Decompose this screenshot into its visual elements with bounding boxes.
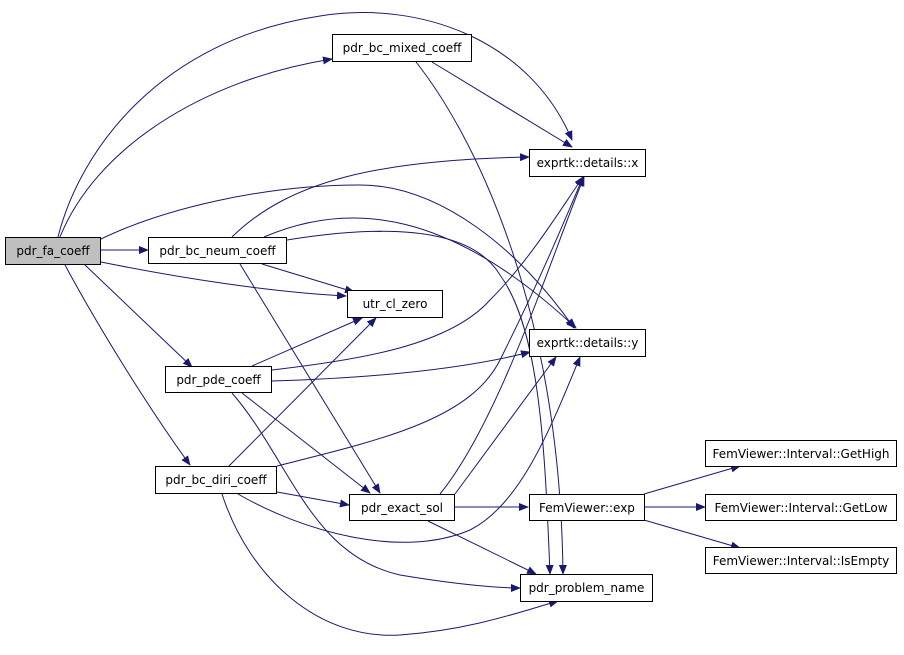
edge-pde-to-problem — [231, 392, 521, 592]
edge-exact-to-problem — [427, 520, 537, 575]
edge-neum-to-problem — [286, 230, 554, 575]
node-exprtk-details-y[interactable]: exprtk::details::y — [529, 329, 646, 357]
edge-mixed-to-x — [431, 61, 573, 148]
edge-fa-to-x — [57, 12, 573, 238]
node-utr-cl-zero[interactable]: utr_cl_zero — [347, 290, 443, 318]
edge-pde-to-y — [271, 350, 531, 382]
edge-fa-to-pde — [84, 264, 193, 368]
edge-fa-to-zero — [100, 261, 347, 300]
node-femviewer-interval-isempty[interactable]: FemViewer::Interval::IsEmpty — [705, 547, 897, 574]
edge-pde-to-x — [271, 176, 584, 371]
edge-fa-to-diri — [64, 264, 191, 466]
edge-neum-to-x — [231, 153, 530, 238]
edge-pde-to-exact — [241, 392, 371, 494]
edge-neum-to-zero — [261, 263, 355, 294]
node-femviewer-interval-getlow[interactable]: FemViewer::Interval::GetLow — [705, 494, 897, 521]
node-pdr-problem-name[interactable]: pdr_problem_name — [520, 574, 653, 602]
edge-exact-to-x — [439, 176, 585, 495]
edge-diri-to-problem — [221, 493, 559, 636]
edge-neum-to-y — [263, 217, 577, 329]
edge-exact-to-y — [454, 356, 557, 495]
edge-diri-to-x — [276, 176, 584, 467]
edge-diri-to-y — [237, 356, 581, 543]
edge-femexp-to-isempty — [643, 519, 741, 550]
edge-pde-to-zero — [251, 317, 363, 367]
node-femviewer-exp[interactable]: FemViewer::exp — [529, 494, 645, 521]
edge-fa-to-mixed — [59, 56, 333, 238]
edge-diri-to-zero — [227, 317, 377, 468]
node-pdr-bc-diri-coeff[interactable]: pdr_bc_diri_coeff — [155, 466, 277, 494]
node-pdr-bc-neum-coeff[interactable]: pdr_bc_neum_coeff — [148, 237, 287, 264]
node-pdr-bc-mixed-coeff[interactable]: pdr_bc_mixed_coeff — [332, 34, 472, 62]
edge-fa-to-y — [98, 184, 575, 329]
edge-femexp-to-gethigh — [643, 464, 741, 495]
node-femviewer-interval-gethigh[interactable]: FemViewer::Interval::GetHigh — [705, 440, 897, 467]
edge-neum-to-exact — [239, 263, 381, 494]
node-pdr-exact-sol[interactable]: pdr_exact_sol — [349, 494, 455, 521]
node-exprtk-details-x[interactable]: exprtk::details::x — [529, 149, 646, 177]
edge-diri-to-exact — [276, 491, 350, 508]
node-pdr-pde-coeff[interactable]: pdr_pde_coeff — [165, 366, 272, 393]
edge-mixed-to-problem — [415, 61, 567, 575]
node-pdr-fa-coeff[interactable]: pdr_fa_coeff — [5, 237, 101, 265]
